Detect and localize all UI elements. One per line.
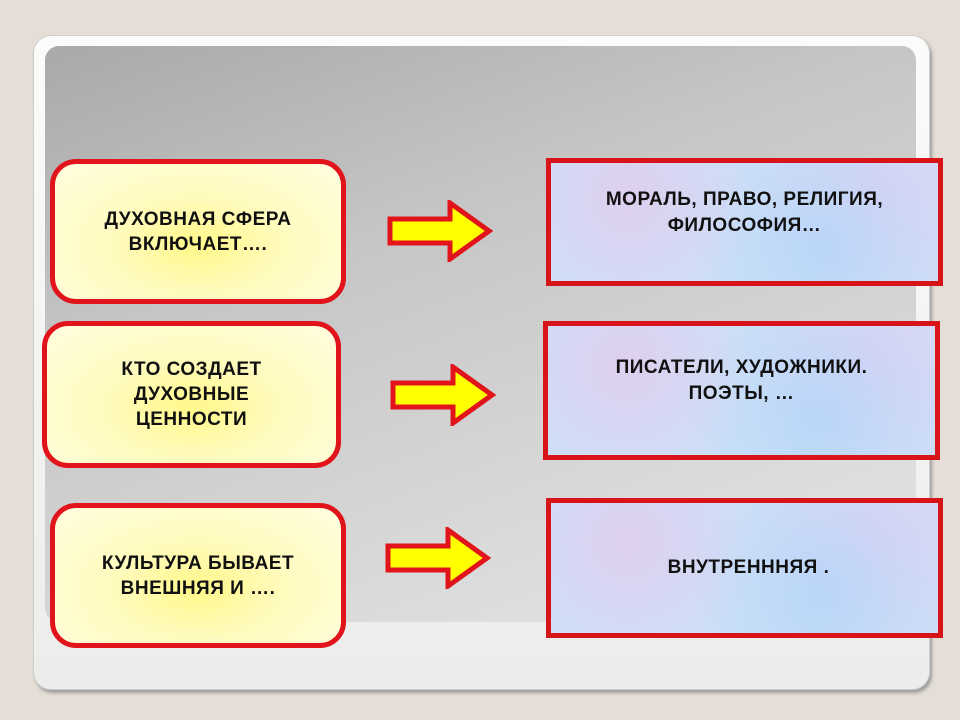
question-text: КТО СОЗДАЕТ ДУХОВНЫЕ ЦЕННОСТИ [121, 359, 262, 430]
question-box-3: КУЛЬТУРА БЫВАЕТ ВНЕШНЯЯ И …. [50, 503, 346, 648]
answer-box-3: ВНУТРЕНННЯЯ . [546, 498, 943, 638]
answer-box-2: ПИСАТЕЛИ, ХУДОЖНИКИ. ПОЭТЫ, … [543, 321, 940, 460]
right-arrow-icon [387, 200, 493, 262]
question-text: ДУХОВНАЯ СФЕРА ВКЛЮЧАЕТ…. [104, 208, 292, 255]
answer-text: ПИСАТЕЛИ, ХУДОЖНИКИ. ПОЭТЫ, … [615, 356, 868, 404]
question-text: КУЛЬТУРА БЫВАЕТ ВНЕШНЯЯ И …. [101, 552, 295, 599]
answer-box-1: МОРАЛЬ, ПРАВО, РЕЛИГИЯ, ФИЛОСОФИЯ… [546, 158, 943, 286]
answer-text: МОРАЛЬ, ПРАВО, РЕЛИГИЯ, ФИЛОСОФИЯ… [605, 189, 884, 236]
answer-text: ВНУТРЕНННЯЯ . [667, 557, 830, 578]
right-arrow-icon [390, 364, 496, 426]
question-box-2: КТО СОЗДАЕТ ДУХОВНЫЕ ЦЕННОСТИ [42, 321, 341, 468]
question-box-1: ДУХОВНАЯ СФЕРА ВКЛЮЧАЕТ…. [50, 159, 346, 304]
right-arrow-icon [385, 527, 491, 589]
